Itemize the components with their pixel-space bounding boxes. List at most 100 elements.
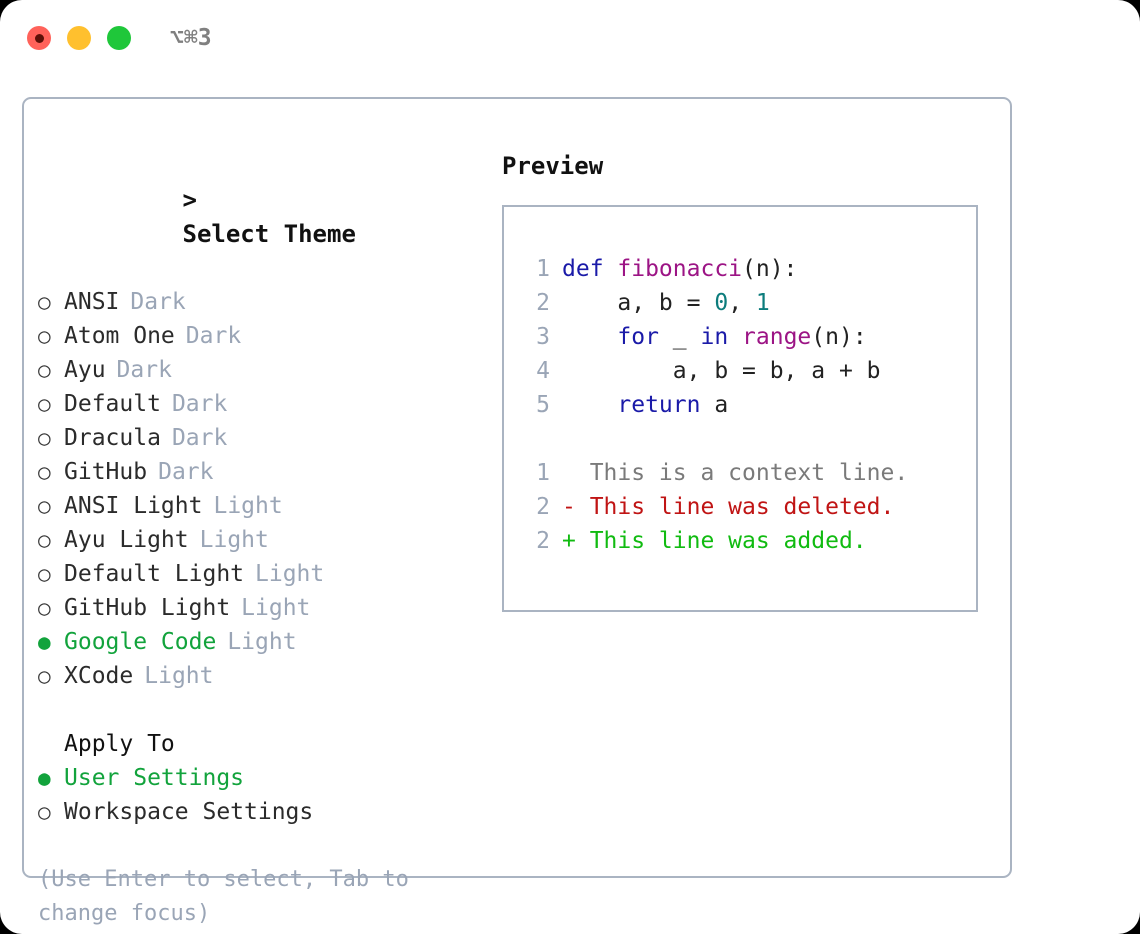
code-token: 0 [714, 290, 729, 316]
code-token: 1 [755, 290, 770, 316]
apply-to-option-user-settings[interactable]: ● User Settings [38, 761, 508, 795]
code-token: def [562, 256, 618, 282]
theme-variant-tag: Light [241, 595, 311, 621]
code-token: range [742, 324, 812, 350]
radio-selected-icon: ● [38, 766, 51, 790]
theme-option-label: ANSI Light [64, 493, 203, 519]
radio-unselected-icon: ○ [38, 324, 51, 348]
preview-heading: Preview [502, 152, 604, 180]
code-token [562, 324, 617, 350]
minimize-button-icon[interactable] [67, 26, 91, 50]
code-line-content: for _ in range(n): [562, 320, 866, 354]
theme-option-label: Default Light [64, 561, 245, 587]
apply-to-list[interactable]: ● User Settings ○ Workspace Settings [38, 761, 508, 829]
prompt-caret-icon: > [182, 186, 197, 214]
diff-line-content: - This line was deleted. [562, 494, 895, 520]
line-number: 2 [536, 528, 550, 554]
code-token [728, 324, 742, 350]
theme-variant-tag: Light [255, 561, 325, 587]
apply-to-option-workspace-settings[interactable]: ○ Workspace Settings [38, 795, 508, 829]
line-number: 5 [536, 392, 550, 418]
theme-option-label: Atom One [64, 323, 175, 349]
theme-option-github-light[interactable]: ○ GitHub Light Light [38, 591, 508, 625]
code-line-content: a, b = 0, 1 [562, 286, 770, 320]
line-number: 3 [536, 324, 550, 350]
theme-option-ansi-light[interactable]: ○ ANSI Light Light [38, 489, 508, 523]
radio-unselected-icon: ○ [38, 494, 51, 518]
theme-variant-tag: Light [213, 493, 283, 519]
code-line: 4 a, b = b, a + b [520, 354, 968, 388]
code-line-content: return a [562, 388, 728, 422]
radio-unselected-icon: ○ [38, 290, 51, 314]
code-token: in [700, 324, 729, 350]
theme-variant-tag: Light [144, 663, 214, 689]
code-line: 2 a, b = 0, 1 [520, 286, 968, 320]
radio-unselected-icon: ○ [38, 460, 51, 484]
radio-selected-icon: ● [38, 630, 51, 654]
code-line: 3 for _ in range(n): [520, 320, 968, 354]
window-controls [27, 26, 131, 50]
radio-unselected-icon: ○ [38, 800, 51, 824]
radio-unselected-icon: ○ [38, 426, 51, 450]
select-theme-heading-label: Select Theme [182, 220, 356, 248]
theme-option-google-code[interactable]: ● Google Code Light [38, 625, 508, 659]
line-number: 1 [536, 460, 550, 486]
radio-unselected-icon: ○ [38, 596, 51, 620]
apply-to-option-label: User Settings [64, 765, 245, 791]
apply-to-option-label: Workspace Settings [64, 799, 314, 825]
code-line-content: a, b = b, a + b [562, 354, 881, 388]
code-token: _ [658, 324, 701, 350]
code-token [562, 392, 617, 418]
diff-line: 2 + This line was added. [520, 524, 968, 558]
theme-option-label: Dracula [64, 425, 161, 451]
code-token: fibonacci [617, 256, 743, 282]
theme-variant-tag: Dark [158, 459, 214, 485]
code-token: return [617, 392, 701, 418]
diff-line: 2 - This line was deleted. [520, 490, 968, 524]
maximize-button-icon[interactable] [107, 26, 131, 50]
diff-line-content: + This line was added. [562, 528, 867, 554]
code-diff-spacer [520, 422, 968, 456]
theme-option-label: ANSI [64, 289, 120, 315]
code-line-content: def fibonacci(n): [562, 252, 797, 286]
theme-option-dracula[interactable]: ○ Dracula Dark [38, 421, 508, 455]
diff-line-content: This is a context line. [562, 460, 909, 486]
code-token: (n): [742, 256, 798, 282]
code-token: for [617, 324, 659, 350]
apply-to-heading: Apply To [64, 731, 175, 757]
radio-unselected-icon: ○ [38, 562, 51, 586]
theme-variant-tag: Light [227, 629, 297, 655]
theme-option-default-light[interactable]: ○ Default Light Light [38, 557, 508, 591]
theme-variant-tag: Dark [116, 357, 172, 383]
line-number: 2 [536, 494, 550, 520]
close-button-icon[interactable] [27, 26, 51, 50]
theme-option-label: Default [64, 391, 161, 417]
theme-option-label: Google Code [64, 629, 217, 655]
theme-variant-tag: Dark [171, 425, 228, 451]
keyboard-shortcut-label: ⌥⌘3 [170, 25, 212, 51]
diff-line: 1 This is a context line. [520, 456, 968, 490]
theme-option-label: GitHub [64, 459, 148, 485]
title-bar: ⌥⌘3 [0, 0, 1140, 78]
code-token: a, b = b, a + b [562, 358, 881, 384]
theme-option-default[interactable]: ○ Default Dark [38, 387, 508, 421]
keyboard-hint-text: (Use Enter to select, Tab to change focu… [38, 867, 409, 926]
theme-option-label: Ayu [64, 357, 106, 383]
theme-option-github[interactable]: ○ GitHub Dark [38, 455, 508, 489]
theme-variant-tag: Dark [171, 391, 228, 417]
code-line: 5 return a [520, 388, 968, 422]
code-token: a, b = [562, 290, 715, 316]
theme-option-label: GitHub Light [64, 595, 231, 621]
radio-unselected-icon: ○ [38, 392, 51, 416]
